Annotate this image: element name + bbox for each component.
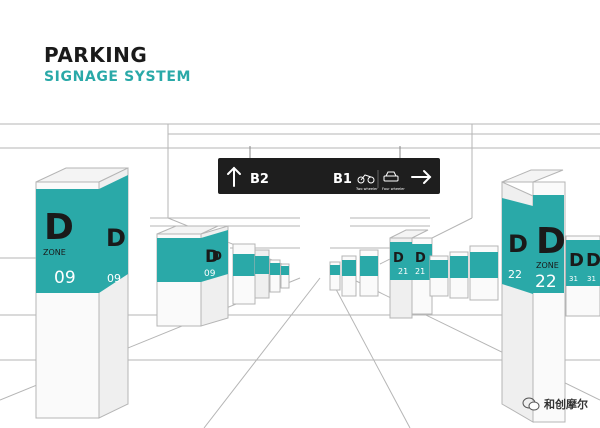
- pillar-zone-number: 21: [415, 267, 425, 276]
- pillar-letter: D: [569, 250, 584, 271]
- wechat-icon: [522, 397, 540, 411]
- title-block: PARKING SIGNAGE SYSTEM: [44, 44, 191, 86]
- pillar-side-letter: D: [508, 230, 528, 258]
- distant-pillars-right: [329, 245, 499, 301]
- label-two-wheeler: Two wheeler: [355, 187, 378, 191]
- pillar-zone-number: 09: [54, 268, 76, 288]
- pillar-side-zone: 22: [508, 268, 522, 281]
- pillar-letter: D: [415, 251, 426, 266]
- car-icon: [383, 171, 399, 182]
- motorcycle-icon: [357, 174, 375, 184]
- pillar-zone-number: 09: [204, 269, 216, 279]
- pillar-zone-number: 31: [569, 275, 578, 283]
- pillar-left-near: D ZONE 09 D 09: [35, 167, 129, 419]
- pillar-side-letter: D: [106, 224, 126, 252]
- pillar-far-right: D 31 D 31: [565, 235, 600, 317]
- label-four-wheeler: Four wheeler: [382, 187, 405, 191]
- pillar-letter: D: [393, 251, 404, 266]
- sign-right-level: B1: [333, 172, 352, 187]
- sign-left-level: B2: [250, 172, 269, 187]
- pillar-letter: D: [44, 207, 74, 248]
- arrow-right-icon: [411, 170, 432, 184]
- distant-pillars-left: [232, 243, 290, 305]
- pillar-zone-word: ZONE: [43, 248, 66, 257]
- arrow-up-icon: [227, 166, 241, 187]
- pillar-zone-number: 21: [398, 267, 408, 276]
- page-subtitle: SIGNAGE SYSTEM: [44, 69, 192, 85]
- pillar-side-letter: D: [212, 249, 222, 263]
- overhead-sign: B2 B1 Two wheeler Four wheeler: [218, 146, 440, 194]
- pillar-zone-number: 22: [535, 272, 557, 292]
- page-title: PARKING: [44, 43, 148, 67]
- pillar-mid-right: D 21 D 21: [389, 229, 433, 319]
- pillar-letter: D: [586, 250, 600, 271]
- pillar-zone-number: 31: [587, 275, 596, 283]
- pillar-right-near: D 22 D ZONE 22: [501, 169, 566, 423]
- pillar-letter: D: [536, 221, 566, 262]
- pillar-side-zone: 09: [107, 272, 121, 285]
- watermark-text: 和创摩尔: [544, 398, 588, 411]
- pillar-mid-left: D 09 D: [156, 225, 229, 327]
- pillar-letter: D: [205, 247, 219, 267]
- watermark: 和创摩尔: [522, 396, 588, 412]
- pillar-zone-word: ZONE: [536, 261, 559, 270]
